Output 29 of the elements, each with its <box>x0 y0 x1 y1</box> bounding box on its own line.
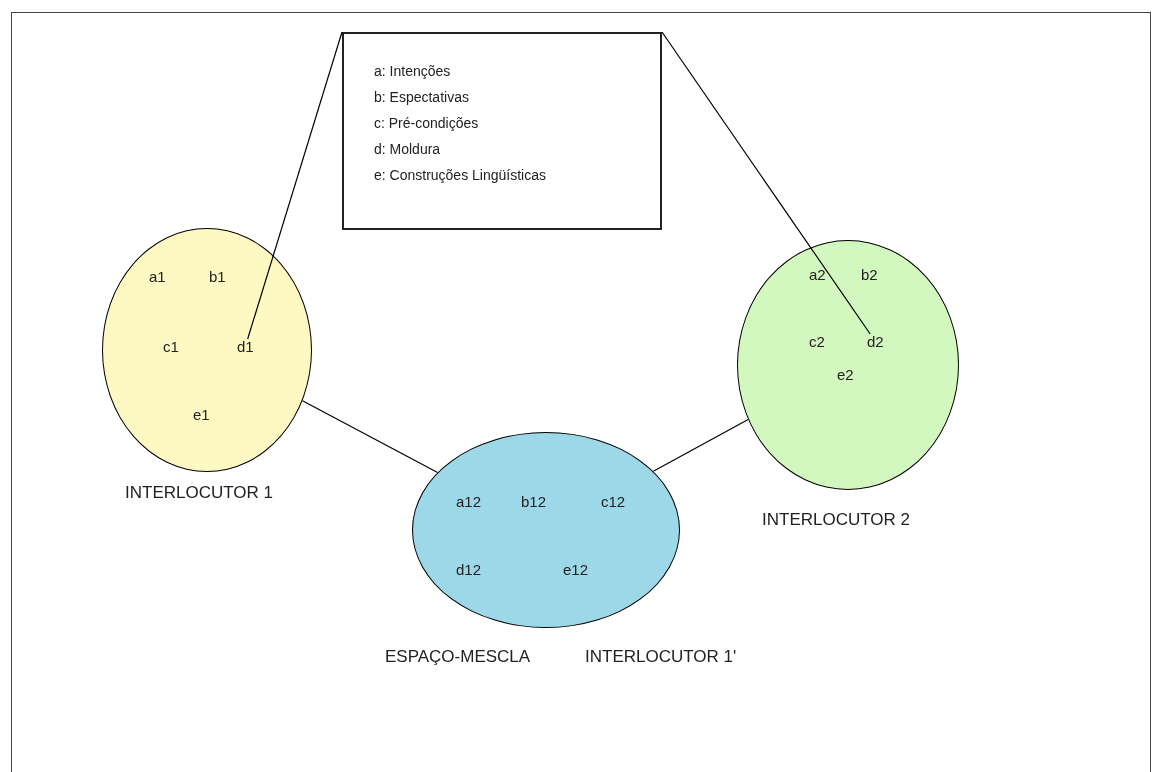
legend-entry: d: Moldura <box>374 142 441 156</box>
element-label: e2 <box>837 367 854 382</box>
space-caption: ESPAÇO-MESCLA <box>385 648 531 665</box>
space-caption: INTERLOCUTOR 1' <box>585 648 737 665</box>
connector-line <box>652 418 749 472</box>
element-label: c2 <box>809 334 825 349</box>
legend-entry: e: Construções Lingüísticas <box>374 168 546 182</box>
element-label: e1 <box>193 407 210 422</box>
element-label: e12 <box>563 562 589 577</box>
legend-entry: b: Espectativas <box>374 90 469 104</box>
element-label: b1 <box>209 269 226 284</box>
space-caption: INTERLOCUTOR 2 <box>762 511 910 528</box>
element-label: a1 <box>149 269 166 284</box>
element-label: a12 <box>456 494 482 509</box>
element-label: c12 <box>601 494 626 509</box>
legend-entry: a: Intenções <box>374 64 451 78</box>
legend-box <box>342 32 662 230</box>
element-label: d2 <box>867 334 884 349</box>
legend-entry: c: Pré-condições <box>374 116 479 130</box>
leader-line <box>661 31 871 335</box>
element-label: c1 <box>163 339 179 354</box>
element-label: a2 <box>809 267 826 282</box>
element-label: d1 <box>237 339 254 354</box>
element-label: b2 <box>861 267 878 282</box>
connector-line <box>301 400 439 474</box>
space-caption: INTERLOCUTOR 1 <box>125 484 273 501</box>
element-label: d12 <box>456 562 482 577</box>
leader-line <box>247 31 343 340</box>
element-label: b12 <box>521 494 547 509</box>
